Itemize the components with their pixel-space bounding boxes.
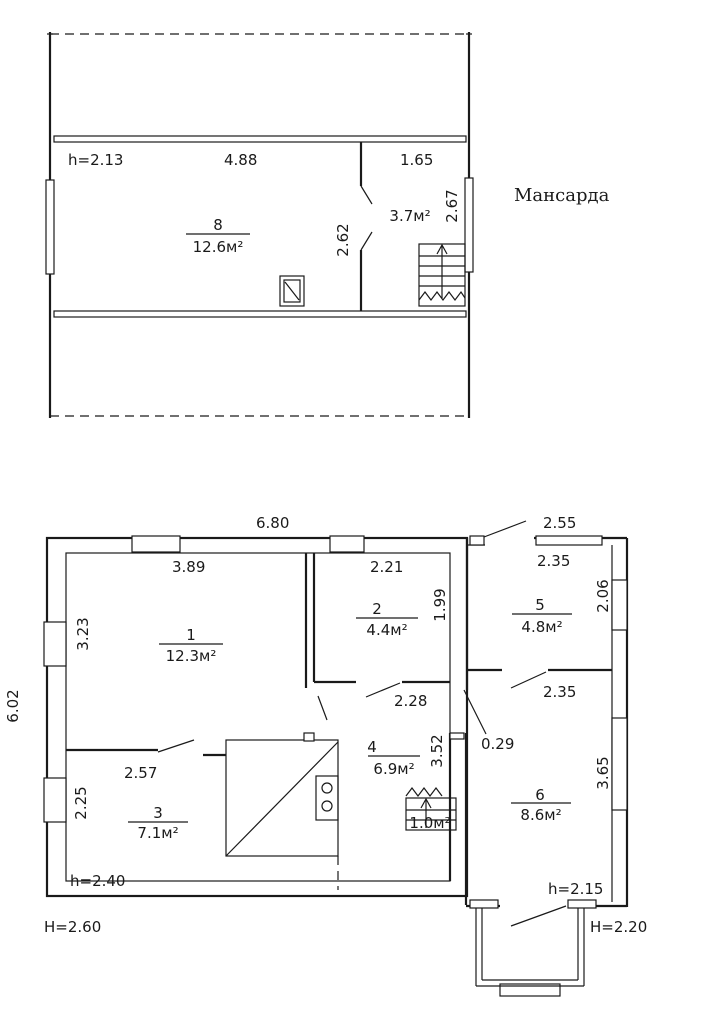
annex-exit-leaf — [510, 905, 567, 927]
room-8-area: 12.6м² — [193, 238, 244, 256]
room-5-right-window — [611, 579, 628, 631]
attic-right-window — [464, 177, 474, 273]
attic-left-window — [45, 179, 55, 275]
attic-dim-wall-right: 2.67 — [443, 189, 461, 222]
dim-room-3-width: 2.57 — [124, 764, 157, 782]
attic-height-label: h=2.13 — [68, 151, 123, 169]
room-6-right-window — [611, 717, 628, 811]
room-3-number: 3 — [153, 804, 163, 822]
stove — [225, 732, 339, 857]
room-3-area: 7.1м² — [137, 824, 178, 842]
dim-room-6-depth: 3.65 — [594, 756, 612, 789]
room-1-left-window — [43, 621, 67, 667]
attic-small-room-area: 3.7м² — [389, 207, 430, 225]
height-annex-inner: h=2.15 — [548, 880, 603, 898]
dim-top-total: 6.80 — [256, 514, 289, 532]
dim-room-2-bottom: 2.28 — [394, 692, 427, 710]
dim-room-1-width: 3.89 — [172, 558, 205, 576]
attic-dim-width-main: 4.88 — [224, 151, 257, 169]
dim-room-6-width: 2.35 — [543, 683, 576, 701]
dim-room-3-height: 2.25 — [72, 786, 90, 819]
dim-room-5-width: 2.35 — [537, 552, 570, 570]
room-2-door-leaf — [365, 682, 401, 698]
ground-plan — [43, 520, 629, 997]
room-2-number: 2 — [372, 600, 382, 618]
room-8-number: 8 — [213, 216, 223, 234]
dim-left-total: 6.02 — [4, 689, 22, 722]
room-6-number: 6 — [535, 786, 545, 804]
dim-room-2-depth: 1.99 — [431, 588, 449, 621]
room-5-top-window — [535, 535, 603, 546]
attic-door-leaf-lower — [360, 231, 373, 251]
room-4-number: 4 — [367, 738, 377, 756]
room-2-top-window — [329, 535, 365, 553]
height-main-outer: H=2.60 — [44, 918, 101, 936]
room-5-area: 4.8м² — [521, 618, 562, 636]
stair-area: 1.0м² — [409, 814, 450, 832]
height-main-inner: h=2.40 — [70, 872, 125, 890]
annex-entry-leaf — [483, 520, 527, 538]
attic-dim-wall-left: 2.62 — [334, 223, 352, 256]
room-1-door-leaf — [317, 695, 328, 721]
room-3-door-leaf — [157, 739, 195, 753]
room-5-number: 5 — [535, 596, 545, 614]
room-1-number: 1 — [186, 626, 196, 644]
dim-room-4-height: 3.52 — [428, 734, 446, 767]
attic-bottom-knee-wall — [53, 310, 467, 318]
room-5-door-leaf — [510, 671, 547, 689]
main-outer-wall — [45, 536, 469, 898]
dim-gap: 0.29 — [481, 735, 514, 753]
room-3-left-window — [43, 777, 67, 823]
attic-door-leaf-upper — [360, 185, 373, 205]
room-6-door-leaf — [463, 689, 487, 735]
room-6-area: 8.6м² — [520, 806, 561, 824]
attic-title: Мансарда — [514, 185, 610, 206]
attic-dim-width-small: 1.65 — [400, 151, 433, 169]
attic-plan — [45, 32, 474, 418]
room-1-area: 12.3м² — [166, 647, 217, 665]
attic-top-knee-wall — [53, 135, 467, 143]
room-2-area: 4.4м² — [366, 621, 407, 639]
attic-stair — [418, 243, 466, 307]
attic-chimney — [279, 275, 305, 307]
main-inner-wall — [65, 552, 451, 882]
ground-stair — [405, 787, 457, 831]
dim-room-2-width: 2.21 — [370, 558, 403, 576]
dim-room-1-height: 3.23 — [74, 617, 92, 650]
dim-top-right: 2.55 — [543, 514, 576, 532]
annex — [463, 520, 629, 997]
height-annex-outer: H=2.20 — [590, 918, 647, 936]
room-1-top-window — [131, 535, 181, 553]
dim-room-5-depth: 2.06 — [594, 579, 612, 612]
room-4-area: 6.9м² — [373, 760, 414, 778]
